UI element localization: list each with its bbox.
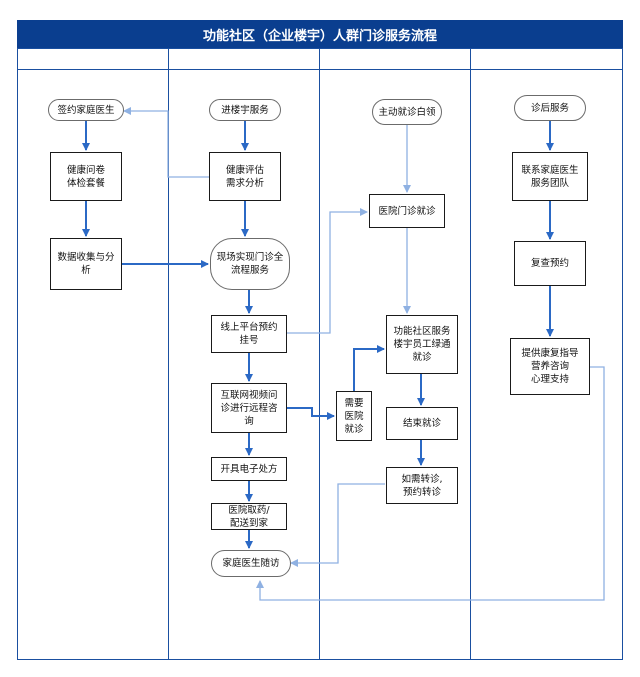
referral-node: 如需转诊, 预约转诊: [386, 467, 458, 504]
green-channel-node: 功能社区服务 楼宇员工绿通 就诊: [386, 315, 458, 374]
lane-divider-2: [319, 48, 320, 660]
sign-doctor-node: 签约家庭医生: [48, 99, 124, 121]
end-visit-node: 结束就诊: [386, 407, 458, 440]
lane-divider-3: [470, 48, 471, 660]
followup-node: 家庭医生随访: [211, 550, 291, 577]
post-service-node: 诊后服务: [514, 95, 586, 121]
data-collect-node: 数据收集与分 析: [50, 238, 122, 290]
lane-divider-1: [168, 48, 169, 660]
video-consult-node: 互联网视频问 诊进行远程咨 询: [211, 383, 287, 433]
swimlane-frame: [17, 48, 623, 660]
health-questionnaire-node: 健康问卷 体检套餐: [50, 152, 122, 201]
need-hospital-node: 需要 医院 就诊: [336, 391, 372, 441]
lane-header-divider: [17, 69, 623, 70]
health-assess-node: 健康评估 需求分析: [209, 152, 281, 201]
diagram-title: 功能社区（企业楼宇）人群门诊服务流程: [17, 20, 623, 48]
recheck-node: 复查预约: [514, 241, 586, 286]
pharmacy-node: 医院取药/ 配送到家: [211, 503, 287, 530]
online-booking-node: 线上平台预约 挂号: [211, 315, 287, 353]
white-collar-node: 主动就诊白领: [372, 99, 442, 125]
onsite-service-node: 现场实现门诊全 流程服务: [210, 238, 290, 290]
e-prescription-node: 开具电子处方: [211, 457, 287, 481]
contact-team-node: 联系家庭医生 服务团队: [512, 152, 588, 201]
enter-building-node: 进楼宇服务: [209, 99, 281, 121]
rehab-node: 提供康复指导 营养咨询 心理支持: [510, 338, 590, 395]
hospital-visit-node: 医院门诊就诊: [369, 194, 445, 228]
